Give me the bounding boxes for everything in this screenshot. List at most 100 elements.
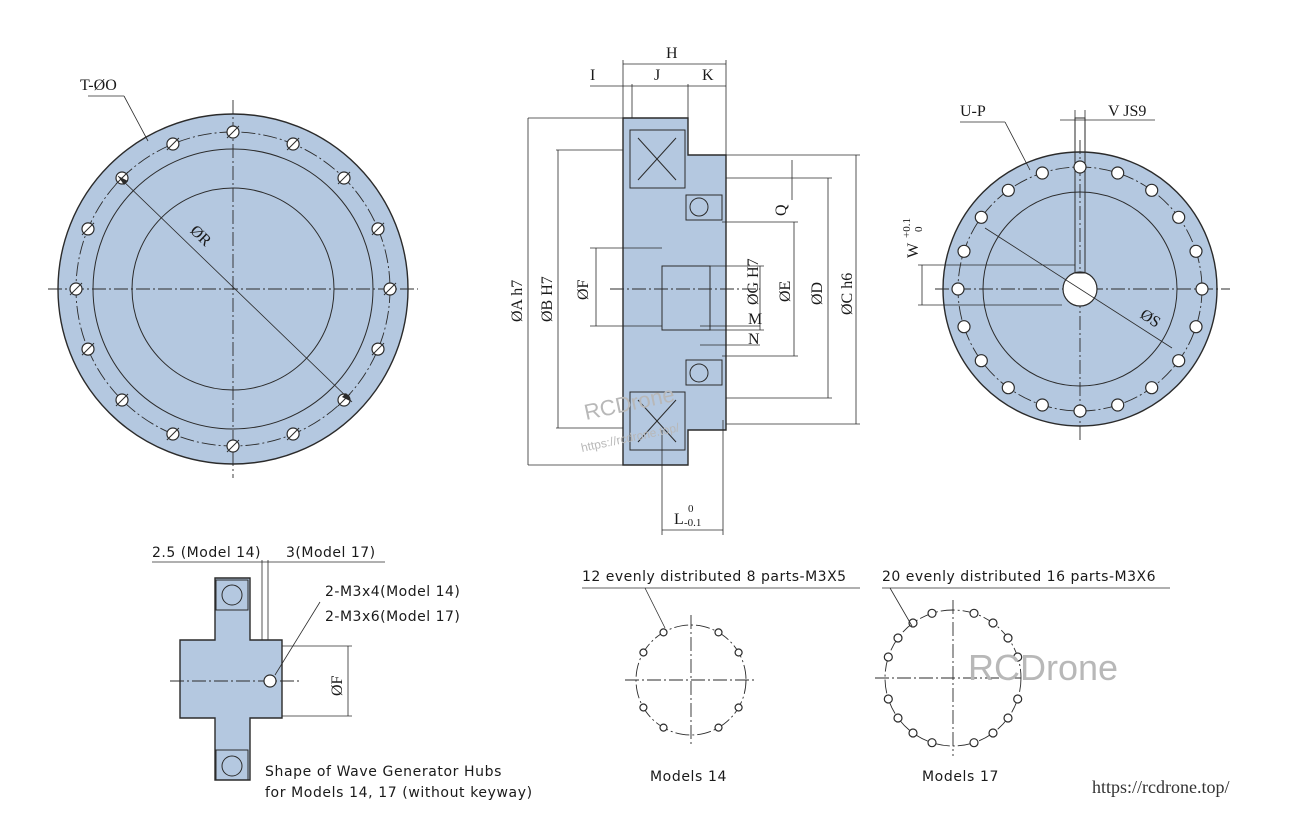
rear-bolt-hole [1111, 398, 1125, 412]
hub-screw-hole [263, 674, 277, 688]
front-view: ØR T-ØO [48, 77, 418, 478]
front-bolt-hole-mark [286, 137, 300, 151]
rear-bolt-hole [1035, 166, 1049, 180]
rear-w-tol-upper: +0.1 [901, 218, 913, 238]
hub-bore-label: ØF [329, 675, 346, 696]
pattern17-hole [988, 728, 998, 738]
pattern17-hole [893, 633, 903, 643]
hub-upper-bearing [215, 579, 249, 611]
rear-bolt-hole [1195, 282, 1209, 296]
dim-label-g: ØG H7 [745, 258, 762, 305]
dim-label-l-lower: -0.1 [684, 517, 701, 529]
section-lower-bearing [685, 359, 723, 386]
rear-bolt-hole [1001, 183, 1015, 197]
rear-bolt-hole [1073, 404, 1087, 418]
dim-label-a: ØA h7 [509, 280, 526, 322]
hub-lower-bearing [215, 749, 249, 781]
front-diameter-arrow-b [342, 393, 352, 402]
rear-w-label: W [905, 242, 922, 258]
front-bolt-hole-mark [286, 427, 300, 441]
pattern-17: 20 evenly distributed 16 parts-M3X6 Mode… [875, 569, 1170, 785]
pattern17-hole [1003, 713, 1013, 723]
hub-dim-model17: 3(Model 17) [286, 545, 376, 561]
pattern14-holes [639, 628, 743, 732]
rear-hole-callout: U-P [960, 103, 986, 120]
hub-lower-ball [221, 755, 243, 777]
pattern14-hole [639, 648, 648, 657]
dim-label-c: ØC h6 [839, 273, 856, 315]
pattern14-leader [644, 587, 666, 629]
pattern17-hole [1013, 694, 1023, 704]
rear-hole-callout-leader [1004, 121, 1031, 171]
hub-screw-model17: 2-M3x6(Model 17) [325, 609, 460, 625]
front-bolt-hole-mark [337, 171, 351, 185]
front-hole-callout: T-ØO [80, 77, 117, 94]
pattern17-holes [883, 608, 1023, 748]
front-bolt-hole-mark [226, 125, 240, 139]
pattern17-leader [889, 587, 913, 627]
hub-body [179, 577, 283, 781]
dim-label-l: L [674, 511, 684, 528]
rear-view: ØS U-P V JS9 W +0.1 0 [901, 103, 1230, 440]
section-upper-bearing [685, 194, 723, 221]
pattern17-hole [969, 608, 979, 618]
rear-bolt-hole [957, 244, 971, 258]
section-body [622, 117, 727, 466]
pattern17-hole [927, 608, 937, 618]
rear-w-tol-lower: 0 [913, 226, 925, 232]
section-lower-ball [689, 363, 709, 383]
pattern17-hole [893, 713, 903, 723]
front-diameter-arrow-a [118, 176, 128, 185]
dim-label-e: ØE [777, 281, 794, 302]
rear-diameter-leader [984, 227, 1173, 349]
dim-label-j: J [654, 67, 660, 84]
rear-keyway [1074, 117, 1086, 274]
hub-screw-model14: 2-M3x4(Model 14) [325, 584, 460, 600]
pattern14-hole [714, 723, 723, 732]
pattern14-hole [659, 628, 668, 637]
pattern17-hole [988, 618, 998, 628]
pattern-14: 12 evenly distributed 8 parts-M3X5 Model… [582, 569, 860, 785]
dim-label-i: I [590, 67, 595, 84]
dim-label-h: H [666, 45, 678, 62]
section-view: H I J K ØA h7 ØB H7 ØF ØG H7 ØE [509, 45, 860, 535]
rear-bolt-hole [1001, 381, 1015, 395]
rear-bolt-hole [1172, 210, 1186, 224]
dim-label-d: ØD [809, 282, 826, 305]
hub-dim-model14: 2.5 (Model 14) [152, 545, 261, 561]
front-bolt-hole-mark [166, 137, 180, 151]
rear-bolt-hole [1111, 166, 1125, 180]
pattern14-hole [639, 703, 648, 712]
pattern17-hole [927, 738, 937, 748]
rear-bolt-hole [1145, 381, 1159, 395]
front-bolt-hole-mark [226, 439, 240, 453]
front-bolt-hole-mark [166, 427, 180, 441]
rear-bolt-holes [951, 160, 1209, 418]
section-hub-bore [661, 265, 711, 331]
front-diameter-leader [117, 175, 353, 403]
pattern17-hole [883, 694, 893, 704]
hub-caption-line1: Shape of Wave Generator Hubs [265, 764, 502, 780]
dim-label-l-upper: 0 [688, 503, 694, 515]
pattern17-title: 20 evenly distributed 16 parts-M3X6 [882, 569, 1156, 585]
rear-bolt-hole [951, 282, 965, 296]
rear-bolt-hole [957, 320, 971, 334]
pattern17-hole [908, 728, 918, 738]
rear-bolt-hole [1189, 244, 1203, 258]
front-bolt-hole-mark [69, 282, 83, 296]
hub-screw-leader [274, 601, 321, 676]
front-bolt-hole-mark [371, 342, 385, 356]
hub-upper-ball [221, 584, 243, 606]
section-upper-cross-roller [629, 129, 686, 189]
watermark-url: https://rcdrone.top/ [1092, 777, 1229, 797]
front-hole-callout-leader [123, 95, 149, 142]
rear-bolt-hole [1145, 183, 1159, 197]
front-bolt-hole-mark [371, 222, 385, 236]
front-bolt-hole-mark [81, 342, 95, 356]
rear-bolt-hole [1035, 398, 1049, 412]
dim-label-b: ØB H7 [539, 276, 556, 322]
dim-label-m: M [748, 311, 762, 328]
section-upper-ball [689, 197, 709, 217]
